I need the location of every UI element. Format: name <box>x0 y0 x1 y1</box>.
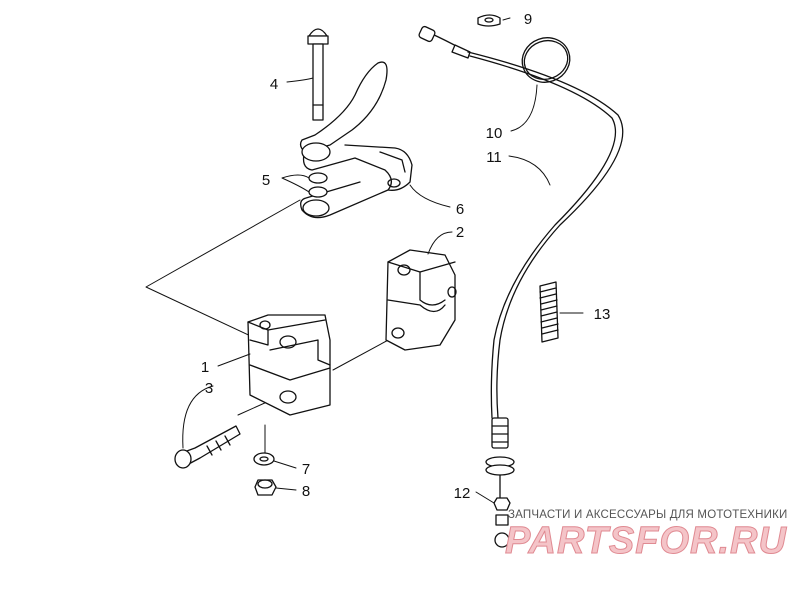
callout-12: 12 <box>454 485 471 502</box>
callout-7: 7 <box>302 461 310 478</box>
watermark-brand: PARTSFOR.RU <box>505 520 787 562</box>
callout-3: 3 <box>205 380 213 397</box>
clip-part-9 <box>477 14 501 27</box>
callout-labels: 1 2 3 4 5 6 7 8 9 10 11 12 13 <box>201 11 611 502</box>
callout-4: 4 <box>270 76 278 93</box>
fitting-part-12 <box>493 497 511 548</box>
callout-9: 9 <box>524 11 532 28</box>
washers-part-5 <box>308 172 328 198</box>
callout-2: 2 <box>456 224 464 241</box>
bolt-part-4 <box>307 28 329 121</box>
callout-10: 10 <box>486 125 503 142</box>
nut-part-8 <box>254 479 277 496</box>
block-part-1 <box>247 314 331 416</box>
leader-lines <box>182 17 584 504</box>
watermark: ЗАПЧАСТИ И АКСЕССУАРЫ ДЛЯ МОТОТЕХНИКИ PA… <box>505 509 788 563</box>
bolt-part-3 <box>174 425 241 469</box>
callout-6: 6 <box>456 201 464 218</box>
watermark-subtitle: ЗАПЧАСТИ И АКСЕССУАРЫ ДЛЯ МОТОТЕХНИКИ <box>508 509 788 521</box>
callout-13: 13 <box>594 306 611 323</box>
callout-5: 5 <box>262 172 270 189</box>
callout-11: 11 <box>486 149 502 166</box>
washer-part-7 <box>253 452 275 466</box>
callout-8: 8 <box>302 483 310 500</box>
clamp-part-2 <box>385 249 457 351</box>
sleeve-part-13 <box>539 281 559 343</box>
bracket-part-6 <box>299 61 413 219</box>
assembly-lines <box>145 199 393 456</box>
cable-part-11 <box>418 25 624 501</box>
callout-1: 1 <box>201 359 209 376</box>
